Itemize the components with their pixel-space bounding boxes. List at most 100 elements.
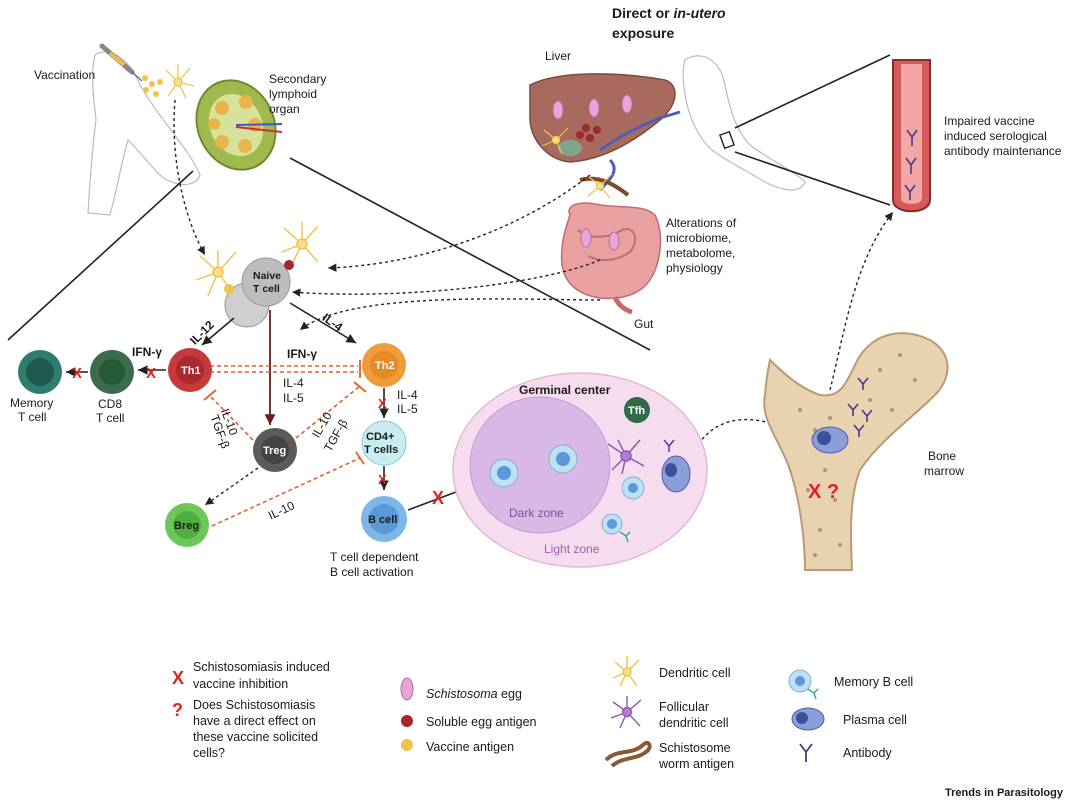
- naive-t-cell: [224, 257, 294, 328]
- legend-fdc-icon: [610, 696, 642, 729]
- legend-fdc-2: dendritic cell: [659, 716, 728, 730]
- legend-fdc-1: Follicular: [659, 700, 709, 714]
- legend-antibody-icon: [799, 743, 813, 762]
- label-th2: Th2: [375, 360, 395, 372]
- label-dark-zone: Dark zone: [509, 506, 564, 520]
- label-il12: IL-12: [187, 318, 217, 348]
- label-il4-mid: IL-4: [283, 376, 304, 390]
- legend-vaccine-antigen-icon: [401, 739, 413, 751]
- label-tfh: Tfh: [628, 405, 645, 417]
- label-bone-2: marrow: [924, 464, 964, 478]
- dendritic-cell-liver-icon: [541, 127, 569, 155]
- label-secondary-lymphoid-1: Secondary: [269, 72, 326, 86]
- legend-egg: Schistosoma egg: [426, 687, 522, 701]
- syringe-icon: [99, 43, 143, 82]
- legend-egg-icon: [400, 677, 414, 701]
- label-secondary-lymphoid-2: lymphoid: [269, 87, 317, 101]
- label-cd4-1: CD4+: [366, 431, 394, 443]
- inhibit-mark-cd8-memory: X: [72, 365, 82, 382]
- label-alterations-1: Alterations of: [666, 216, 737, 230]
- label-exposure-line2: exposure: [612, 25, 674, 41]
- legend-question-mark: ?: [172, 700, 183, 720]
- gut-illustration: [560, 202, 662, 315]
- legend-sea-icon: [401, 715, 413, 727]
- label-impaired-3: antibody maintenance: [944, 144, 1062, 158]
- inhib-treg-th1: [209, 395, 254, 441]
- legend-plasma-icon: [791, 707, 825, 731]
- legend-q-2: have a direct effect on: [193, 714, 316, 728]
- label-vaccination: Vaccination: [34, 68, 95, 82]
- th2-cell: [362, 343, 406, 387]
- label-il5-mid: IL-5: [283, 391, 304, 405]
- label-ifng-mid: IFN-γ: [287, 347, 317, 361]
- label-impaired-2: induced serological: [944, 129, 1047, 143]
- zoom-line-vessel-bottom: [734, 151, 891, 206]
- inhibit-mark-cd4-bcell: X: [378, 472, 387, 487]
- legend-inhibit-mark: X: [172, 668, 184, 688]
- arrow-gut-to-naive-2: [299, 298, 601, 331]
- label-impaired-1: Impaired vaccine: [944, 114, 1035, 128]
- legend-worm-2: worm antigen: [658, 757, 734, 771]
- legend-inhib-1: Schistosomiasis induced: [193, 660, 330, 674]
- label-breg: Breg: [174, 520, 199, 532]
- arrow-naive-to-th1: [201, 317, 235, 346]
- inhib-treg-th2: [295, 385, 361, 439]
- legend-antibody: Antibody: [843, 746, 892, 760]
- right-arm-illustration: [682, 55, 806, 191]
- cd4-t-cells: [361, 420, 407, 466]
- label-bone-1: Bone: [928, 449, 956, 463]
- zoom-line-right: [289, 157, 651, 351]
- label-naive-2: T cell: [253, 283, 280, 295]
- legend-plasma: Plasma cell: [843, 713, 907, 727]
- label-ifng-left: IFN-γ: [132, 345, 162, 359]
- legend: X Schistosomiasis induced vaccine inhibi…: [172, 656, 913, 771]
- antibody-icons: [904, 129, 918, 200]
- label-cd8-2: T cell: [96, 411, 124, 425]
- th1-cell: [168, 348, 212, 392]
- label-gut: Gut: [634, 317, 654, 331]
- zoom-line-left: [7, 170, 194, 341]
- arrow-liver-to-naive: [327, 174, 591, 272]
- inhibit-mark-bcell-gc: X: [432, 488, 444, 508]
- label-cd4-2: T cells: [364, 444, 398, 456]
- inhibit-mark-th1-cd8: X: [146, 365, 156, 382]
- arrow-vaccination-to-dc: [173, 99, 206, 256]
- label-memory-1: Memory: [10, 396, 53, 410]
- label-secondary-lymphoid-3: organ: [269, 102, 300, 116]
- secondary-lymphoid-organ-illustration: [195, 79, 283, 171]
- label-germinal: Germinal center: [519, 383, 611, 397]
- label-il4-top: IL-4: [320, 311, 346, 335]
- label-bcell: B cell: [368, 514, 397, 526]
- dendritic-cell-icon: [165, 64, 195, 99]
- left-arm-illustration: [87, 51, 201, 216]
- label-cd8-1: CD8: [98, 397, 122, 411]
- b-cell: [361, 496, 407, 542]
- inhibit-mark-th2-cd4: X: [378, 396, 387, 411]
- label-exposure-line1: Direct or in-utero: [612, 5, 726, 21]
- cd8-t-cell: [90, 350, 134, 394]
- treg-cell: [253, 428, 297, 472]
- label-alterations-2: microbiome,: [666, 231, 731, 245]
- dendritic-cell-naive-left-icon: [195, 250, 237, 297]
- bone-marrow-illustration: [763, 332, 949, 571]
- credit-trends-in-parasitology: Trends in Parasitology: [945, 787, 1064, 799]
- label-th1: Th1: [181, 365, 201, 377]
- breg-cell: [165, 503, 209, 547]
- dendritic-cell-naive-right-icon: [281, 222, 319, 265]
- dendritic-cell-gut-icon: [587, 173, 613, 199]
- arrow-treg-to-breg: [204, 467, 259, 506]
- germinal-center: [452, 372, 708, 568]
- legend-worm-1: Schistosome: [659, 741, 731, 755]
- arrow-naive-to-th2: [289, 302, 357, 344]
- legend-dendritic-icon: [612, 656, 640, 687]
- label-liver: Liver: [545, 49, 571, 63]
- label-memory-2: T cell: [18, 410, 46, 424]
- legend-worm-icon: [604, 741, 652, 768]
- legend-dendritic: Dendritic cell: [659, 666, 731, 680]
- legend-q-4: cells?: [193, 746, 225, 760]
- label-treg: Treg: [263, 445, 286, 457]
- label-alterations-3: metabolome,: [666, 246, 735, 260]
- legend-q-1: Does Schistosomiasis: [193, 698, 315, 712]
- arrow-bone-to-vessel: [829, 211, 894, 391]
